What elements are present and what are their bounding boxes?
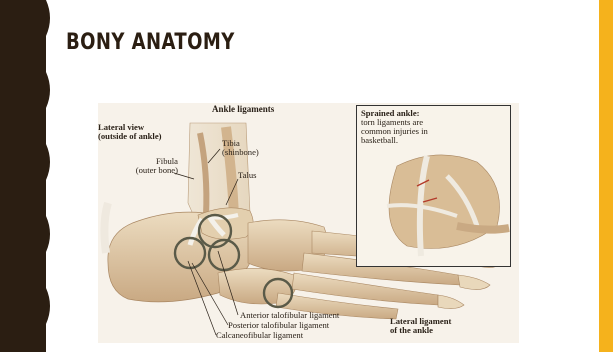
atfl-label: Anterior talofibular ligament (240, 311, 339, 320)
inset-text: torn ligaments are common injuries in ba… (361, 118, 428, 145)
ankle-ligaments-figure: Ankle ligaments Lateral view (outside of… (98, 103, 519, 343)
left-decorative-band (0, 0, 46, 352)
ptfl-label: Posterior talofibular ligament (228, 321, 329, 330)
cfl-label: Calcaneofibular ligament (216, 331, 303, 340)
fibula-label: Fibula (outer bone) (100, 157, 178, 175)
lateral-ligament-label: Lateral ligament of the ankle (390, 317, 451, 335)
right-accent-bar (599, 0, 613, 352)
slide-title: BONY ANATOMY (66, 30, 235, 55)
talus-label: Talus (238, 171, 257, 180)
tibia-label: Tibia (shinbone) (222, 139, 259, 157)
sprained-ankle-inset: Sprained ankle: torn ligaments are commo… (356, 105, 511, 267)
figure-header: Ankle ligaments (212, 105, 274, 114)
view-label: Lateral view (outside of ankle) (98, 123, 162, 141)
